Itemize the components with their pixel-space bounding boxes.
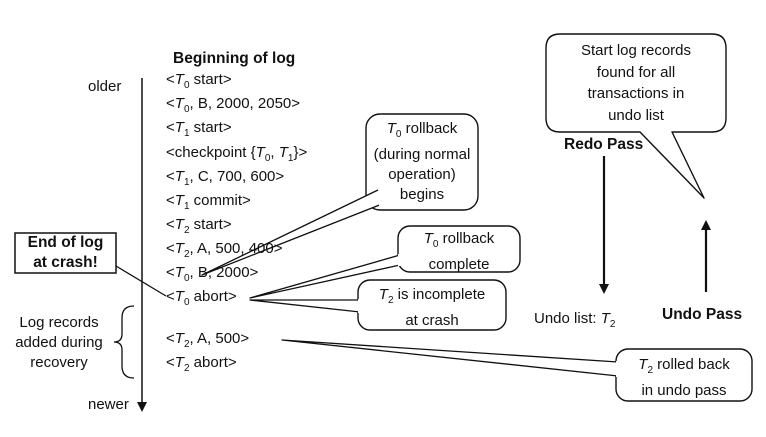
callout-t2-incomplete: T2 is incomplete at crash xyxy=(378,286,486,329)
log-record: <T1, C, 700, 600> xyxy=(166,168,285,188)
callout-t2-rolled-back-tail xyxy=(281,339,619,377)
callout-t2-rolled-back: T2 rolled back in undo pass xyxy=(638,356,730,399)
newer-label: newer xyxy=(88,396,129,413)
redo-pass-label: Redo Pass xyxy=(564,136,644,153)
older-label: older xyxy=(88,78,122,95)
log-record: <T2 start> xyxy=(166,216,232,236)
log-record: <T1 start> xyxy=(166,119,232,139)
log-record: <T0 start> xyxy=(166,71,232,91)
log-record: <T2 abort> xyxy=(166,354,237,374)
start-records-bubble xyxy=(545,33,727,199)
callout-t0-rollback-begins: T0 rollback (during normal operation) be… xyxy=(373,120,471,203)
log-record: <checkpoint {T0, T1}> xyxy=(166,144,308,164)
log-record: <T0, B, 2000, 2050> xyxy=(166,95,301,115)
callout-t2-incomplete-tail xyxy=(249,299,361,313)
end-of-log-box xyxy=(14,232,117,274)
callout-t0-rollback-complete-box xyxy=(397,225,521,273)
callout-t0-rollback-complete-tail xyxy=(249,254,401,299)
recovery-brace xyxy=(113,305,135,379)
callout-t0-rollback-complete: T0 rollback complete xyxy=(423,230,495,273)
log-record: <T0 abort> xyxy=(166,288,237,308)
undo-list-label: Undo list: T2 xyxy=(534,310,616,330)
log-record: <T1 commit> xyxy=(166,192,251,212)
start-records-text: Start log records found for all transact… xyxy=(580,42,692,124)
log-record: <T2, A, 500, 400> xyxy=(166,240,283,260)
callout-t0-rollback-begins-tail xyxy=(201,189,383,276)
log-record: <T0, B, 2000> xyxy=(166,264,259,284)
log-record: <T2, A, 500> xyxy=(166,330,250,350)
log-header: Beginning of log xyxy=(173,50,296,67)
callout-t0-rollback-begins-box xyxy=(365,113,479,211)
end-of-log-pointer xyxy=(115,265,167,297)
undo-pass-label: Undo Pass xyxy=(662,306,743,323)
